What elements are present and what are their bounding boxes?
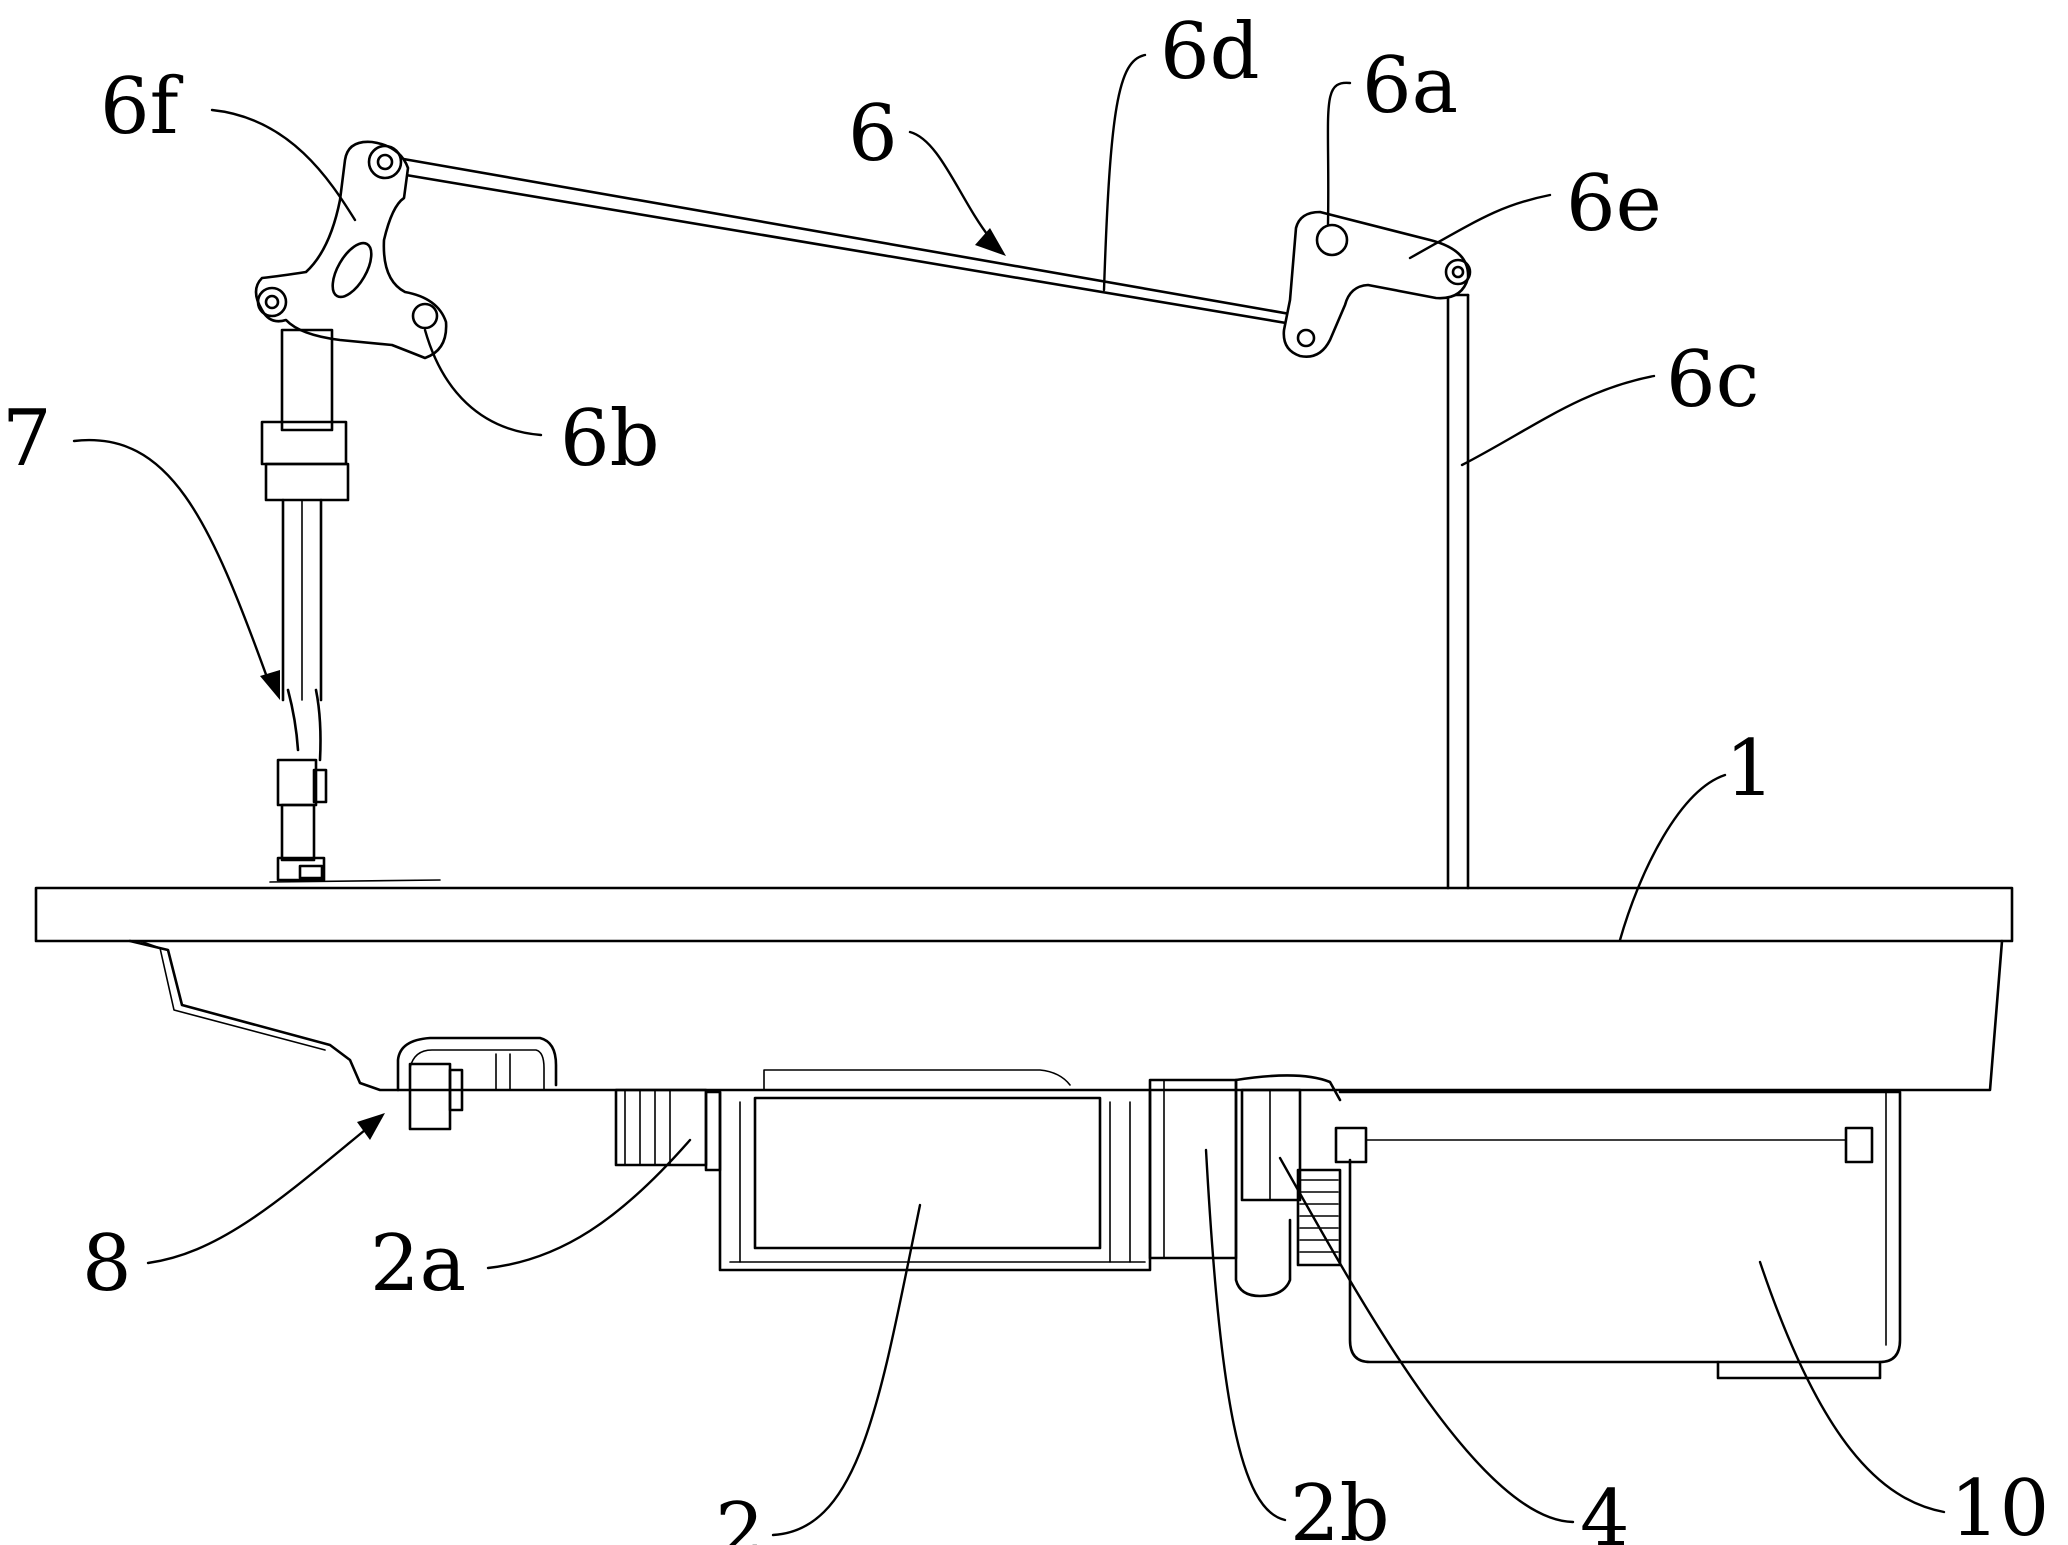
label-6e: 6e <box>1566 159 1662 249</box>
label-6: 6 <box>848 89 898 179</box>
label-4: 4 <box>1580 1474 1630 1545</box>
label-6d: 6d <box>1160 7 1260 97</box>
vertical-post <box>1446 293 1470 890</box>
connecting-rod <box>390 155 1294 326</box>
motor-flange <box>1148 1078 1238 1260</box>
leader-lines <box>72 53 1946 1537</box>
motor-pulley <box>614 1088 722 1172</box>
front-lever <box>254 140 448 360</box>
label-2a: 2a <box>370 1219 466 1309</box>
label-6b: 6b <box>560 394 660 484</box>
label-6a: 6a <box>1362 41 1458 131</box>
spring-component <box>1234 1074 1342 1298</box>
rear-lever <box>1282 210 1472 358</box>
motor <box>718 1069 1152 1272</box>
label-8: 8 <box>82 1219 132 1309</box>
label-2b: 2b <box>1290 1469 1390 1545</box>
label-10: 10 <box>1950 1464 2049 1545</box>
label-1: 1 <box>1725 724 1775 814</box>
control-box <box>1334 1090 1902 1380</box>
label-6c: 6c <box>1666 335 1759 425</box>
knee-lifter-bracket <box>396 1036 558 1131</box>
table-plate <box>34 879 2014 1092</box>
label-2: 2 <box>715 1487 765 1545</box>
label-7: 7 <box>2 394 52 484</box>
needle-bar-assembly <box>260 328 350 882</box>
reference-labels: 6f 6d 6 6a 6e 6c 6b 7 1 8 2a 2 2b 4 10 <box>2 7 2049 1545</box>
label-6f: 6f <box>100 62 184 152</box>
